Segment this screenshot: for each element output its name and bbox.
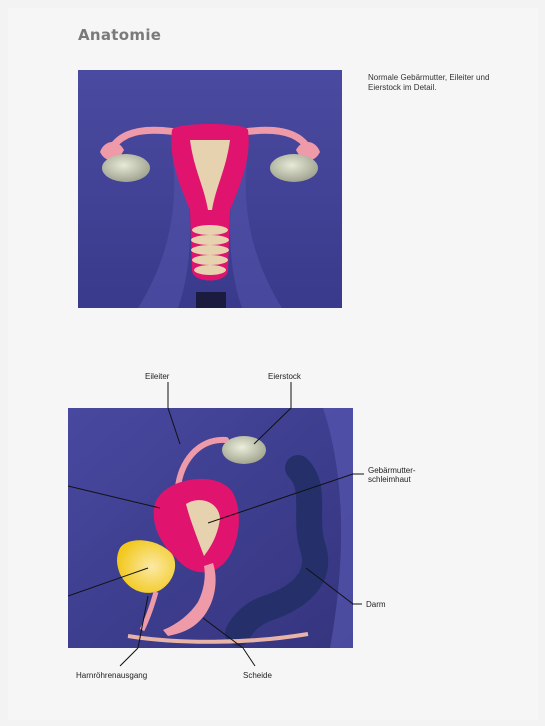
leader-lines-overlay: [0, 0, 545, 726]
